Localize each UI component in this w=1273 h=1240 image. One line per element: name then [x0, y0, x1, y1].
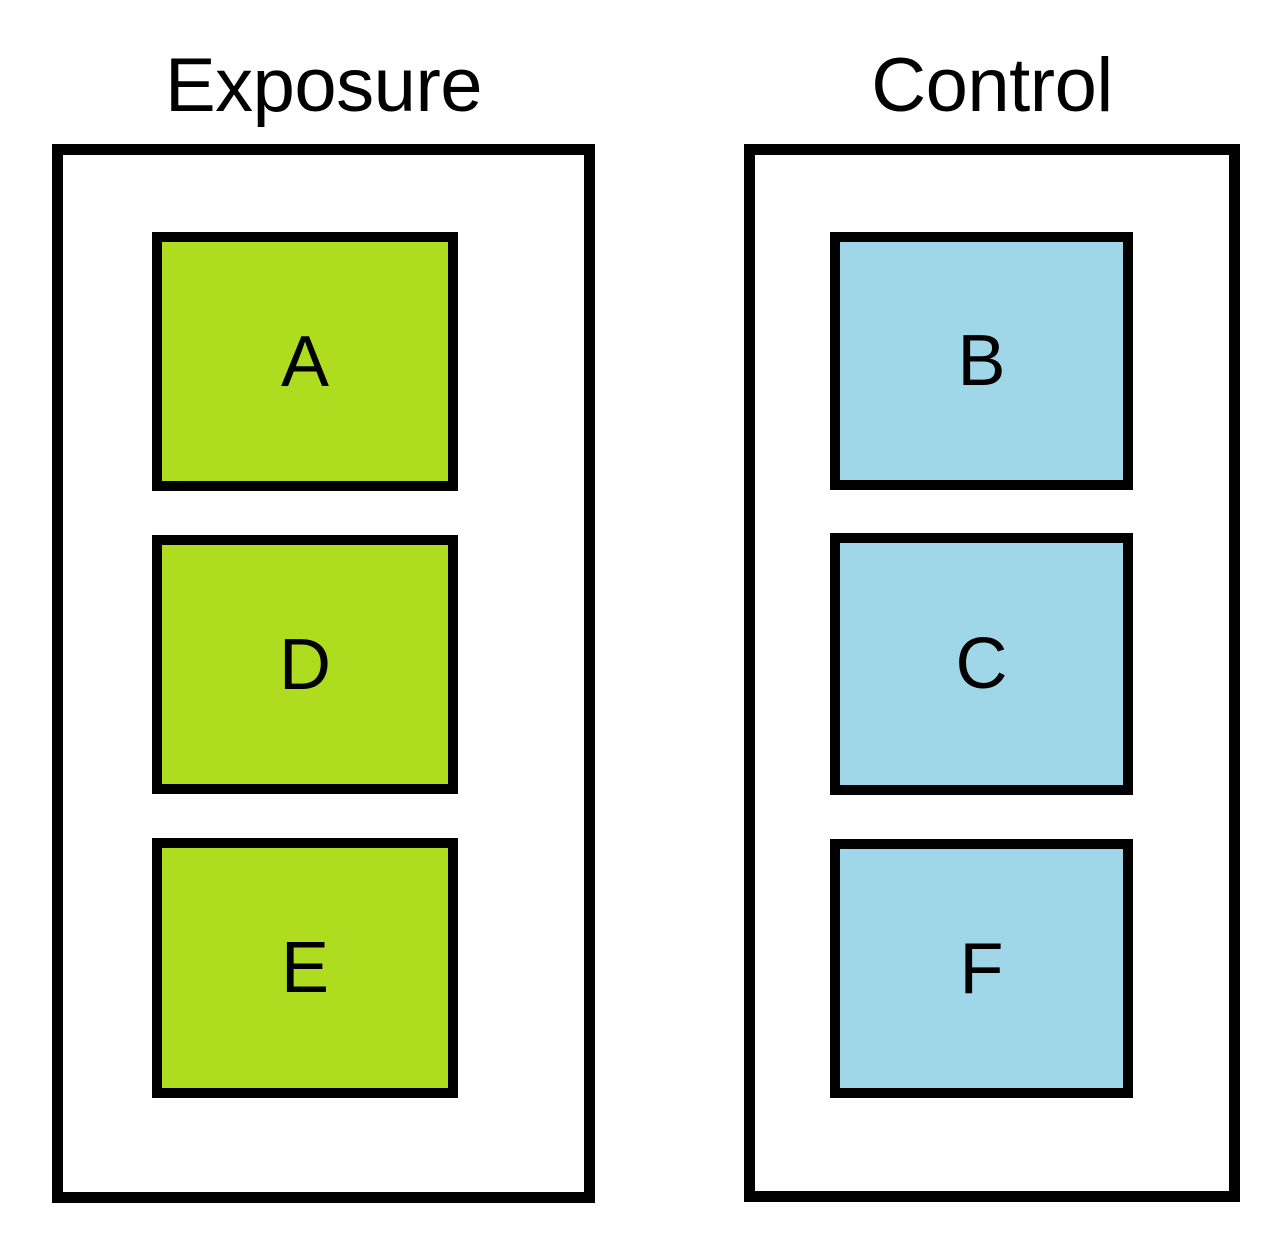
unit-label-b: B	[957, 321, 1006, 401]
unit-box-d[interactable]: D	[152, 535, 458, 794]
group-title-exposure: Exposure	[164, 43, 483, 128]
group-title-control: Control	[871, 43, 1113, 128]
unit-box-b[interactable]: B	[830, 232, 1133, 490]
unit-box-e[interactable]: E	[152, 838, 458, 1098]
unit-label-d: D	[279, 624, 331, 705]
unit-box-f[interactable]: F	[830, 839, 1133, 1098]
unit-label-a: A	[280, 321, 330, 402]
unit-label-c: C	[955, 624, 1008, 704]
unit-box-a[interactable]: A	[152, 232, 458, 491]
unit-box-c[interactable]: C	[830, 533, 1133, 795]
unit-label-e: E	[280, 928, 330, 1008]
unit-label-f: F	[959, 928, 1004, 1009]
